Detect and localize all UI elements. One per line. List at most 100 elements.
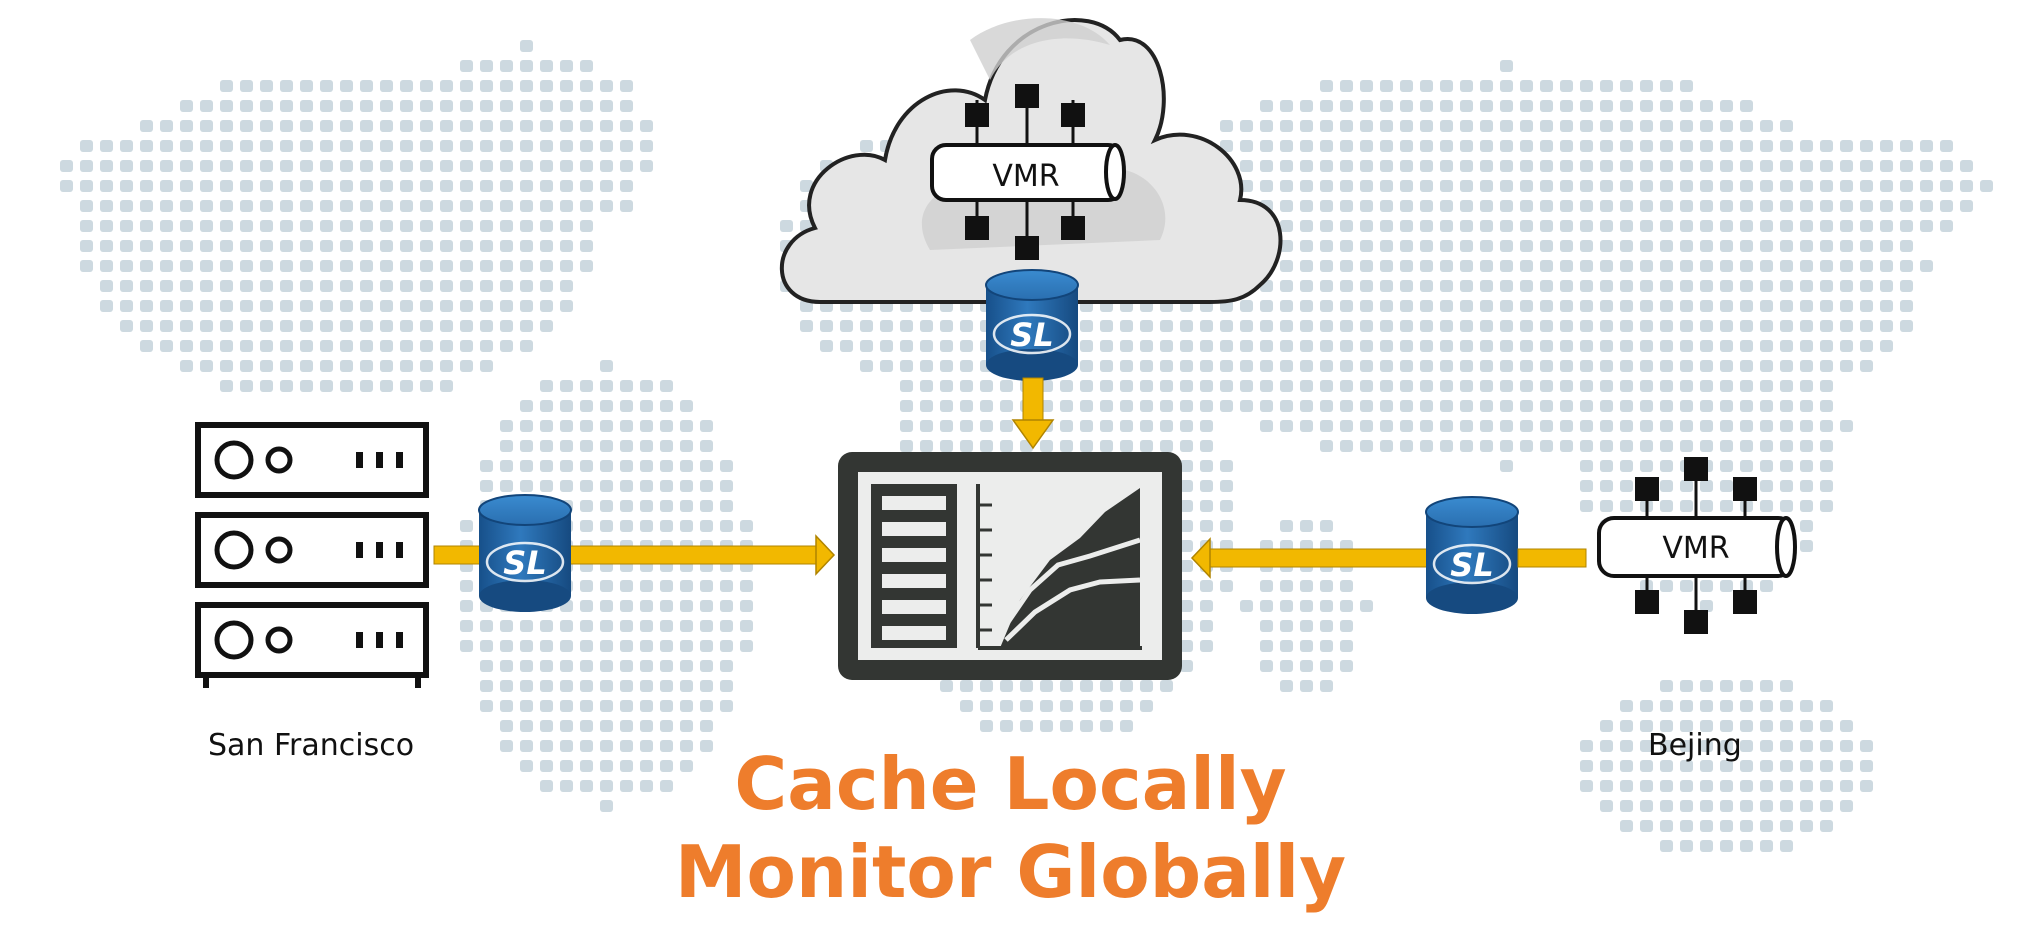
map-dot (1200, 500, 1213, 512)
map-dot (400, 280, 413, 292)
map-dot (700, 420, 713, 432)
map-dot (420, 100, 433, 112)
map-dot (220, 140, 233, 152)
map-dot (1440, 240, 1453, 252)
map-dot (560, 620, 573, 632)
map-dot (1720, 200, 1733, 212)
map-dot (140, 200, 153, 212)
map-dot (1280, 360, 1293, 372)
map-dot (1680, 420, 1693, 432)
map-dot (1160, 440, 1173, 452)
map-dot (400, 140, 413, 152)
map-dot (500, 620, 513, 632)
map-dot (1180, 360, 1193, 372)
map-dot (900, 360, 913, 372)
map-dot (580, 380, 593, 392)
map-dot (1580, 760, 1593, 772)
map-dot (1800, 780, 1813, 792)
map-dot (1740, 200, 1753, 212)
map-dot (1180, 600, 1193, 612)
map-dot (1800, 160, 1813, 172)
map-dot (500, 680, 513, 692)
map-dot (700, 500, 713, 512)
map-dot (1960, 200, 1973, 212)
map-dot (500, 440, 513, 452)
map-dot (680, 700, 693, 712)
map-dot (1400, 280, 1413, 292)
map-dot (480, 140, 493, 152)
map-dot (1720, 240, 1733, 252)
map-dot (1320, 280, 1333, 292)
map-dot (1660, 760, 1673, 772)
map-dot (1560, 200, 1573, 212)
map-dot (500, 140, 513, 152)
right-cache-database-icon (1425, 496, 1519, 614)
map-dot (1420, 380, 1433, 392)
map-dot (1700, 680, 1713, 692)
map-dot (140, 220, 153, 232)
map-dot (1040, 720, 1053, 732)
map-dot (1480, 420, 1493, 432)
map-dot (1400, 240, 1413, 252)
map-dot (920, 360, 933, 372)
map-dot (1520, 340, 1533, 352)
map-dot (1260, 580, 1273, 592)
map-dot (260, 120, 273, 132)
map-dot (1700, 700, 1713, 712)
map-dot (1740, 260, 1753, 272)
map-dot (1240, 340, 1253, 352)
map-dot (480, 60, 493, 72)
map-dot (1480, 360, 1493, 372)
map-dot (600, 360, 613, 372)
map-dot (1440, 380, 1453, 392)
map-dot (180, 320, 193, 332)
map-dot (800, 180, 813, 192)
map-dot (200, 320, 213, 332)
map-dot (660, 640, 673, 652)
map-dot (160, 280, 173, 292)
map-dot (1620, 360, 1633, 372)
map-dot (1880, 280, 1893, 292)
map-dot (1320, 240, 1333, 252)
map-dot (840, 340, 853, 352)
map-dot (1360, 180, 1373, 192)
map-dot (1620, 200, 1633, 212)
map-dot (1740, 720, 1753, 732)
map-dot (1680, 200, 1693, 212)
map-dot (1600, 180, 1613, 192)
map-dot (700, 620, 713, 632)
map-dot (320, 380, 333, 392)
map-dot (1680, 840, 1693, 852)
map-dot (1440, 420, 1453, 432)
map-dot (1380, 160, 1393, 172)
map-dot (940, 680, 953, 692)
map-dot (560, 140, 573, 152)
map-dot (1600, 200, 1613, 212)
map-dot (1520, 400, 1533, 412)
map-dot (1700, 200, 1713, 212)
map-dot (500, 60, 513, 72)
map-dot (1740, 320, 1753, 332)
map-dot (1680, 80, 1693, 92)
map-dot (160, 340, 173, 352)
map-dot (780, 220, 793, 232)
map-dot (1640, 100, 1653, 112)
map-dot (680, 420, 693, 432)
map-dot (1800, 340, 1813, 352)
map-dot (260, 220, 273, 232)
map-dot (640, 380, 653, 392)
map-dot (240, 100, 253, 112)
map-dot (540, 80, 553, 92)
map-dot (200, 100, 213, 112)
map-dot (1680, 140, 1693, 152)
map-dot (500, 340, 513, 352)
map-dot (1740, 740, 1753, 752)
map-dot (580, 680, 593, 692)
map-dot (420, 220, 433, 232)
map-dot (1420, 340, 1433, 352)
map-dot (1240, 400, 1253, 412)
map-dot (1800, 500, 1813, 512)
map-dot (1800, 140, 1813, 152)
map-dot (1380, 100, 1393, 112)
map-dot (1280, 180, 1293, 192)
